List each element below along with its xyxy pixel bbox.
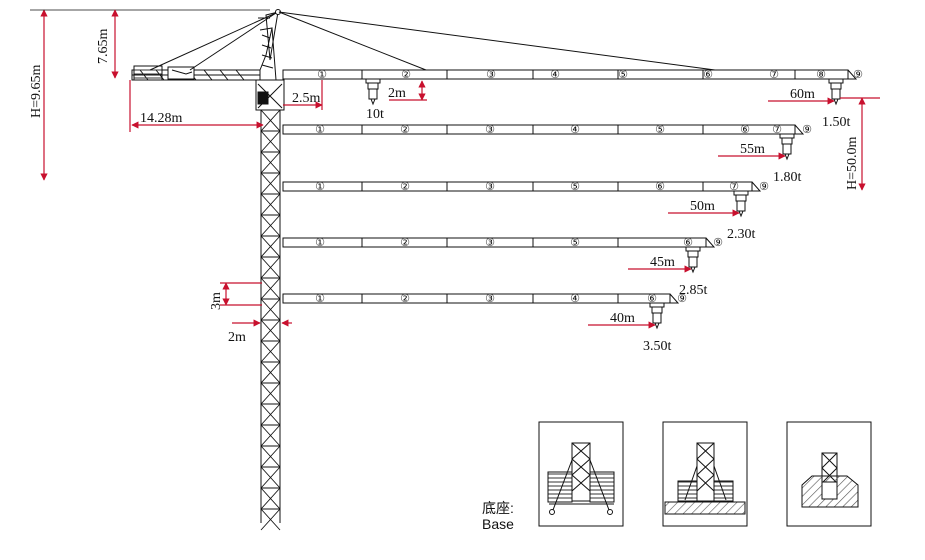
jib-tip-load-label: 2.85t — [679, 283, 708, 298]
top-height-label: 7.65m — [96, 29, 111, 65]
jib-chord — [282, 293, 671, 304]
jib-section-label: ① — [315, 237, 325, 249]
jib-3: ① ② ③ ⑤ ⑥ ⑦ ⑨ — [282, 181, 769, 217]
jib-section-label: ① — [315, 124, 325, 136]
base-panel-1 — [538, 421, 624, 527]
jib-section-label: ⑨ — [759, 181, 769, 193]
hook-icon — [365, 78, 381, 105]
jib-section-label: ⑨ — [853, 69, 863, 81]
jib-section-label: ① — [317, 69, 327, 81]
jib-section-label: ⑨ — [713, 237, 723, 249]
jib-section-label: ⑥ — [647, 293, 657, 305]
jib-section-label: ⑤ — [655, 124, 665, 136]
jib-chord — [282, 237, 707, 248]
section-width-label: 2m — [228, 330, 246, 345]
tower-head — [255, 9, 285, 111]
jib-section-label: ⑥ — [683, 237, 693, 249]
jib-tip-load-label: 1.50t — [822, 115, 851, 130]
counter-jib — [131, 12, 277, 81]
jib-5: ① ② ③ ④ ⑥ ⑨ — [282, 293, 687, 329]
jib-section-label: ③ — [485, 237, 495, 249]
jib-section-label: ② — [401, 69, 411, 81]
jib-dimension-lines: 60m 1.50t 55m 1.80t 50m 2.30t 45m 2.85t 40m 3.50t — [588, 87, 851, 354]
hook-drop-label: 2m — [388, 86, 406, 101]
dimension-lines — [30, 9, 880, 327]
jib-section-label: ④ — [570, 124, 580, 136]
hook-icon — [685, 246, 701, 273]
jib-section-label: ⑤ — [618, 69, 628, 81]
jib-length-label: 55m — [740, 142, 765, 157]
jib-length-label: 60m — [790, 87, 815, 102]
mast-lattice — [260, 109, 281, 531]
hook-icon — [733, 190, 749, 217]
jib-section-label: ⑥ — [740, 124, 750, 136]
jib-section-label: ② — [400, 237, 410, 249]
jib-section-label: ⑦ — [769, 69, 779, 81]
jib-4: ① ② ③ ⑤ ⑥ ⑨ — [282, 237, 723, 273]
jib-tip-load-label: 3.50t — [643, 339, 672, 354]
jib-section-label: ⑦ — [772, 124, 782, 136]
jib-section-label: ② — [400, 124, 410, 136]
jib-tip-load-label: 2.30t — [727, 227, 756, 242]
tower-mast — [260, 110, 281, 523]
base-panel-3 — [786, 421, 872, 527]
free-height-label: H=50.0m — [845, 136, 860, 190]
total-height-label: H=9.65m — [29, 64, 44, 118]
hook-icon — [649, 302, 665, 329]
jib-section-label: ⑤ — [570, 181, 580, 193]
jib-length-label: 50m — [690, 199, 715, 214]
hook-icon — [779, 133, 795, 160]
jib-section-label: ⑤ — [570, 237, 580, 249]
jib-chord — [282, 69, 849, 80]
max-load-label: 10t — [366, 107, 384, 122]
jib-section-label: ④ — [550, 69, 560, 81]
jib-chord — [282, 181, 753, 192]
jib-section-label: ③ — [485, 124, 495, 136]
base-label-cn: 底座: — [482, 500, 514, 516]
pendant-lines — [278, 11, 716, 71]
jib-tip-load-label: 1.80t — [773, 170, 802, 185]
jib-section-label: ③ — [485, 293, 495, 305]
jib-section-label: ① — [315, 181, 325, 193]
jib-section-label: ⑨ — [802, 124, 812, 136]
jib-section-label: ④ — [570, 293, 580, 305]
jib-section-label: ⑧ — [816, 69, 826, 81]
jib-section-label: ⑥ — [703, 69, 713, 81]
jib-section-label: ⑨ — [677, 293, 687, 305]
hook-icon — [828, 78, 844, 105]
trolley-offset-label: 2.5m — [292, 91, 321, 106]
base-label-en: Base — [482, 516, 514, 532]
base-panel-2 — [662, 421, 748, 527]
jib-section-label: ③ — [486, 69, 496, 81]
jib-2: ① ② ③ ④ ⑤ ⑥ ⑦ ⑨ — [282, 124, 812, 160]
jib-section-label: ③ — [485, 181, 495, 193]
jibs-group: ① ② ③ ④ ⑤ ⑥ ⑦ ⑧ ⑨ ① ② ③ ④ ⑤ ⑥ ⑦ ⑨ ① ② ③ ⑤ ⑥ ⑦ ⑨ ① ② ③ ⑤ ⑥ ⑨ ① ② ③ ④ ⑥ ⑨ — [282, 69, 863, 329]
jib-length-label: 40m — [610, 311, 635, 326]
jib-1: ① ② ③ ④ ⑤ ⑥ ⑦ ⑧ ⑨ — [282, 69, 863, 105]
base-label: 底座: Base — [482, 500, 514, 532]
jib-section-label: ⑦ — [729, 181, 739, 193]
jib-length-label: 45m — [650, 255, 675, 270]
jib-section-label: ② — [400, 293, 410, 305]
jib-section-label: ① — [315, 293, 325, 305]
jib-section-label: ⑥ — [655, 181, 665, 193]
counter-jib-label: 14.28m — [140, 111, 183, 126]
jib-chord — [282, 124, 796, 135]
section-height-label: 3m — [209, 292, 224, 310]
jib-section-label: ② — [400, 181, 410, 193]
